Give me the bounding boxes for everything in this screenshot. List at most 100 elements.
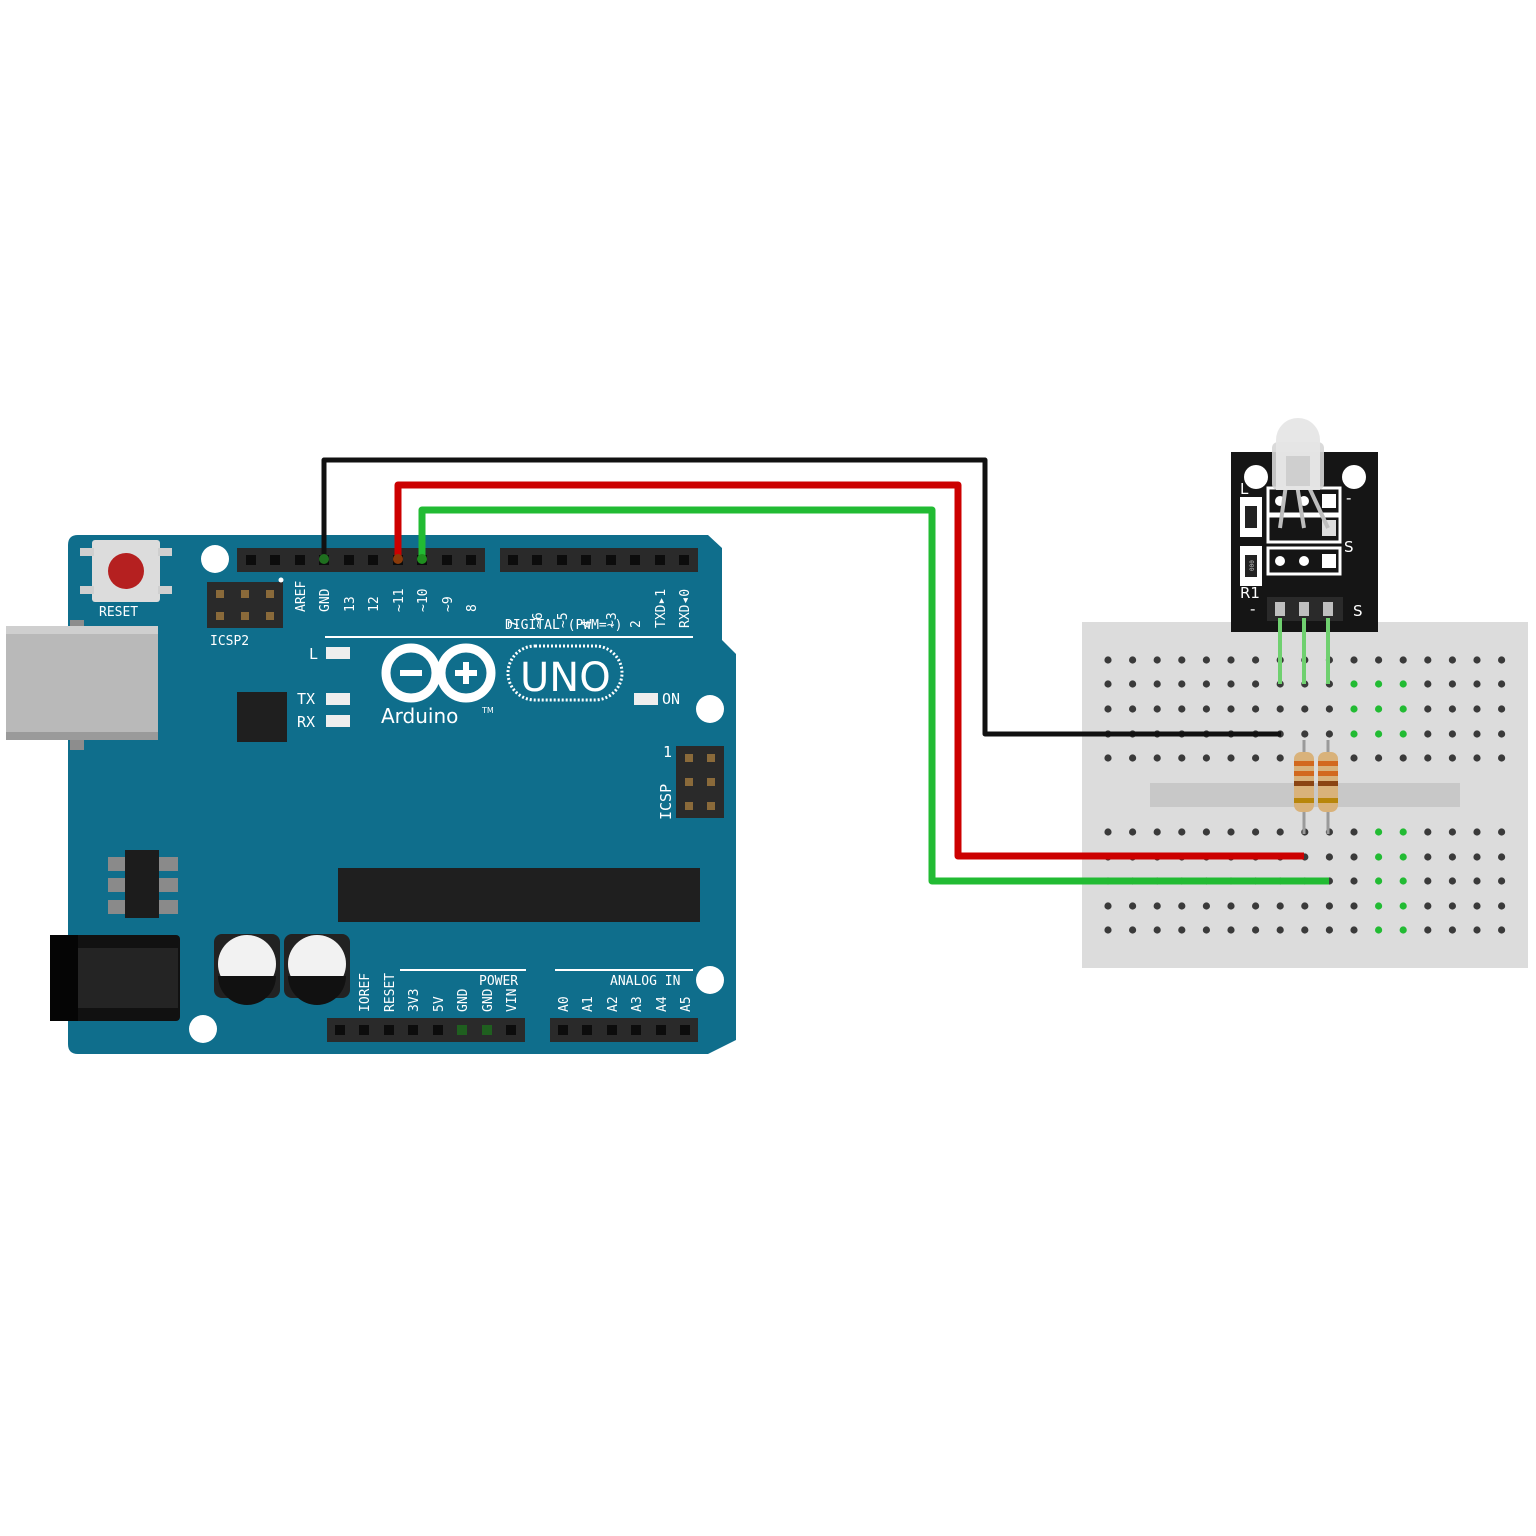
breadboard-hole[interactable] xyxy=(1104,902,1112,910)
breadboard-hole[interactable] xyxy=(1325,730,1333,738)
header-hole[interactable] xyxy=(295,555,305,565)
breadboard-hole[interactable] xyxy=(1399,754,1407,762)
header-hole[interactable] xyxy=(558,1025,568,1035)
breadboard-hole[interactable] xyxy=(1276,754,1284,762)
breadboard-hole[interactable] xyxy=(1252,656,1260,664)
breadboard-hole[interactable] xyxy=(1448,754,1456,762)
breadboard-hole[interactable] xyxy=(1227,828,1235,836)
header-hole[interactable] xyxy=(630,555,640,565)
header-hole[interactable] xyxy=(433,1025,443,1035)
breadboard-hole[interactable] xyxy=(1301,730,1309,738)
breadboard-hole[interactable] xyxy=(1325,902,1333,910)
breadboard-hole[interactable] xyxy=(1399,705,1407,713)
breadboard-hole[interactable] xyxy=(1350,705,1358,713)
breadboard-hole[interactable] xyxy=(1473,705,1481,713)
breadboard-hole[interactable] xyxy=(1473,754,1481,762)
breadboard-hole[interactable] xyxy=(1276,902,1284,910)
breadboard-hole[interactable] xyxy=(1153,926,1161,934)
header-hole[interactable] xyxy=(384,1025,394,1035)
breadboard-hole[interactable] xyxy=(1424,828,1432,836)
breadboard-hole[interactable] xyxy=(1202,828,1210,836)
header-hole[interactable] xyxy=(581,555,591,565)
header-hole[interactable] xyxy=(655,555,665,565)
breadboard-hole[interactable] xyxy=(1375,730,1383,738)
breadboard-hole[interactable] xyxy=(1498,730,1506,738)
breadboard-hole[interactable] xyxy=(1227,656,1235,664)
breadboard-hole[interactable] xyxy=(1498,828,1506,836)
breadboard-hole[interactable] xyxy=(1399,730,1407,738)
breadboard-hole[interactable] xyxy=(1153,754,1161,762)
breadboard-hole[interactable] xyxy=(1399,902,1407,910)
breadboard-hole[interactable] xyxy=(1399,828,1407,836)
breadboard-hole[interactable] xyxy=(1498,853,1506,861)
header-hole[interactable] xyxy=(557,555,567,565)
breadboard-hole[interactable] xyxy=(1448,828,1456,836)
breadboard-hole[interactable] xyxy=(1276,705,1284,713)
breadboard-hole[interactable] xyxy=(1473,828,1481,836)
breadboard-hole[interactable] xyxy=(1104,828,1112,836)
breadboard-hole[interactable] xyxy=(1325,853,1333,861)
header-hole[interactable] xyxy=(457,1025,467,1035)
breadboard-hole[interactable] xyxy=(1448,680,1456,688)
breadboard-hole[interactable] xyxy=(1178,926,1186,934)
breadboard-hole[interactable] xyxy=(1104,656,1112,664)
breadboard-hole[interactable] xyxy=(1498,754,1506,762)
breadboard-hole[interactable] xyxy=(1424,853,1432,861)
header-hole[interactable] xyxy=(482,1025,492,1035)
breadboard-hole[interactable] xyxy=(1375,926,1383,934)
breadboard-hole[interactable] xyxy=(1129,926,1137,934)
breadboard-hole[interactable] xyxy=(1104,705,1112,713)
breadboard-hole[interactable] xyxy=(1448,877,1456,885)
breadboard-hole[interactable] xyxy=(1375,877,1383,885)
gnd-wire[interactable] xyxy=(321,457,1281,737)
breadboard-hole[interactable] xyxy=(1252,680,1260,688)
breadboard-hole[interactable] xyxy=(1473,656,1481,664)
breadboard-hole[interactable] xyxy=(1202,705,1210,713)
breadboard-hole[interactable] xyxy=(1375,853,1383,861)
breadboard-hole[interactable] xyxy=(1399,656,1407,664)
breadboard-hole[interactable] xyxy=(1129,902,1137,910)
header-hole[interactable] xyxy=(606,555,616,565)
breadboard-hole[interactable] xyxy=(1178,680,1186,688)
breadboard-hole[interactable] xyxy=(1424,705,1432,713)
breadboard-hole[interactable] xyxy=(1350,828,1358,836)
breadboard-hole[interactable] xyxy=(1252,828,1260,836)
breadboard-hole[interactable] xyxy=(1350,754,1358,762)
breadboard-hole[interactable] xyxy=(1448,926,1456,934)
breadboard-hole[interactable] xyxy=(1129,705,1137,713)
breadboard-hole[interactable] xyxy=(1104,680,1112,688)
breadboard-hole[interactable] xyxy=(1375,902,1383,910)
breadboard-hole[interactable] xyxy=(1448,902,1456,910)
breadboard-hole[interactable] xyxy=(1399,877,1407,885)
breadboard-hole[interactable] xyxy=(1399,926,1407,934)
header-hole[interactable] xyxy=(582,1025,592,1035)
breadboard-hole[interactable] xyxy=(1202,926,1210,934)
header-hole[interactable] xyxy=(656,1025,666,1035)
breadboard-hole[interactable] xyxy=(1178,656,1186,664)
breadboard-hole[interactable] xyxy=(1178,828,1186,836)
header-hole[interactable] xyxy=(368,555,378,565)
breadboard-hole[interactable] xyxy=(1498,926,1506,934)
breadboard-hole[interactable] xyxy=(1202,902,1210,910)
pin10-wire[interactable] xyxy=(418,506,1329,885)
breadboard-hole[interactable] xyxy=(1498,656,1506,664)
breadboard-hole[interactable] xyxy=(1498,705,1506,713)
header-hole[interactable] xyxy=(442,555,452,565)
breadboard-hole[interactable] xyxy=(1350,853,1358,861)
breadboard-hole[interactable] xyxy=(1153,705,1161,713)
breadboard-hole[interactable] xyxy=(1325,705,1333,713)
breadboard-hole[interactable] xyxy=(1252,902,1260,910)
breadboard-hole[interactable] xyxy=(1325,926,1333,934)
breadboard-hole[interactable] xyxy=(1252,705,1260,713)
breadboard-hole[interactable] xyxy=(1227,680,1235,688)
breadboard-hole[interactable] xyxy=(1473,853,1481,861)
breadboard-hole[interactable] xyxy=(1498,877,1506,885)
breadboard-hole[interactable] xyxy=(1399,853,1407,861)
breadboard-hole[interactable] xyxy=(1424,926,1432,934)
breadboard-hole[interactable] xyxy=(1350,680,1358,688)
header-hole[interactable] xyxy=(466,555,476,565)
pin11-wire[interactable] xyxy=(394,481,1304,860)
header-hole[interactable] xyxy=(506,1025,516,1035)
breadboard-hole[interactable] xyxy=(1301,902,1309,910)
breadboard-hole[interactable] xyxy=(1276,926,1284,934)
